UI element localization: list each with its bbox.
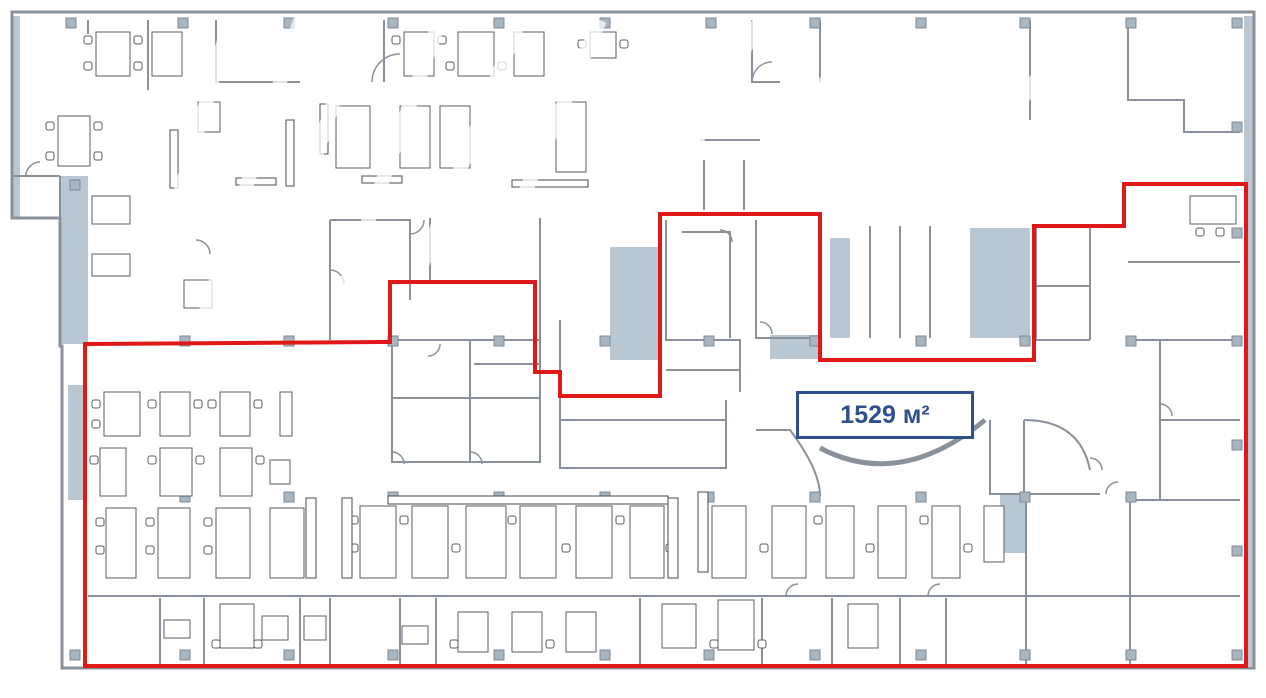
rental-area-outline (83, 182, 1248, 668)
outer-walls (10, 10, 1256, 670)
area-label: 1529 м² (796, 391, 974, 439)
furniture (57, 31, 1237, 653)
washed-overlay (133, 16, 1056, 333)
shaded-areas (12, 16, 1254, 666)
doors (25, 53, 1173, 597)
